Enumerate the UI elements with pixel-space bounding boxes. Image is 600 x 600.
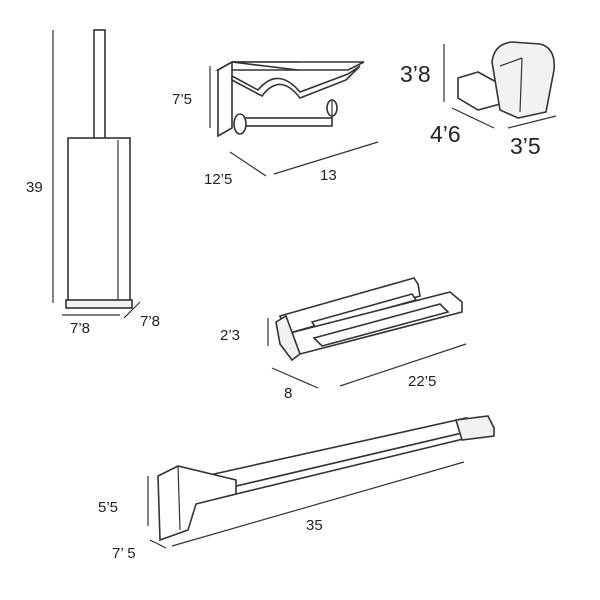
- roll-width-line: [273, 141, 379, 175]
- towel-holder-width-label: 22’5: [408, 373, 436, 390]
- double-towel-holder: 2’3 8 22’5: [220, 277, 467, 402]
- towel-bar-depth-label: 7’ 5: [112, 545, 136, 562]
- roll-depth-line: [229, 151, 267, 177]
- towel-bar-height-label: 5’5: [98, 499, 118, 516]
- towel-bar-right-end: [454, 415, 495, 441]
- hook-height-label: 3’8: [400, 61, 431, 87]
- brush-handle: [93, 29, 106, 141]
- hook-depth-label: 4’6: [430, 121, 461, 147]
- brush-height-label: 39: [26, 179, 43, 196]
- towel-holder-width-line: [339, 343, 467, 387]
- towel-holder-height-label: 2’3: [220, 327, 240, 344]
- towel-bar-rail: [192, 417, 496, 489]
- hook-depth-line: [451, 107, 495, 129]
- roll-holder-wall-plate: [217, 60, 233, 138]
- towel-holder-depth-line: [271, 367, 319, 389]
- toilet-roll-holder-with-shelf: 7’5 12’5 13: [172, 60, 379, 188]
- roll-height-label: 7’5: [172, 91, 192, 108]
- towel-bar-left-bracket: [157, 465, 237, 542]
- towel-holder-depth-label: 8: [284, 385, 292, 402]
- roll-rod: [239, 117, 333, 127]
- brush-depth-label: 7’8: [140, 313, 160, 330]
- hook-width-label: 3’5: [510, 133, 541, 159]
- roll-width-label: 13: [320, 167, 337, 184]
- roll-depth-label: 12’5: [204, 171, 232, 188]
- hook-base-plate: [457, 71, 501, 111]
- hook-width-line: [507, 115, 557, 129]
- towel-bar: 5’5 7’ 5 35: [98, 415, 496, 562]
- towel-bar-width-label: 35: [306, 517, 323, 534]
- toilet-brush-holder: 39 7’8 7’8: [26, 29, 160, 337]
- towel-bar-width-line: [171, 461, 465, 547]
- hook-body: [491, 41, 556, 119]
- towel-bar-depth-line: [149, 539, 167, 549]
- brush-depth-line: [123, 301, 141, 319]
- brush-holder-base: [65, 299, 133, 309]
- brush-holder-body: [67, 137, 131, 304]
- robe-hook: 3’8 4’6 3’5: [400, 41, 557, 159]
- towel-holder-wall-plate: [275, 314, 301, 362]
- brush-width-label: 7’8: [70, 320, 90, 337]
